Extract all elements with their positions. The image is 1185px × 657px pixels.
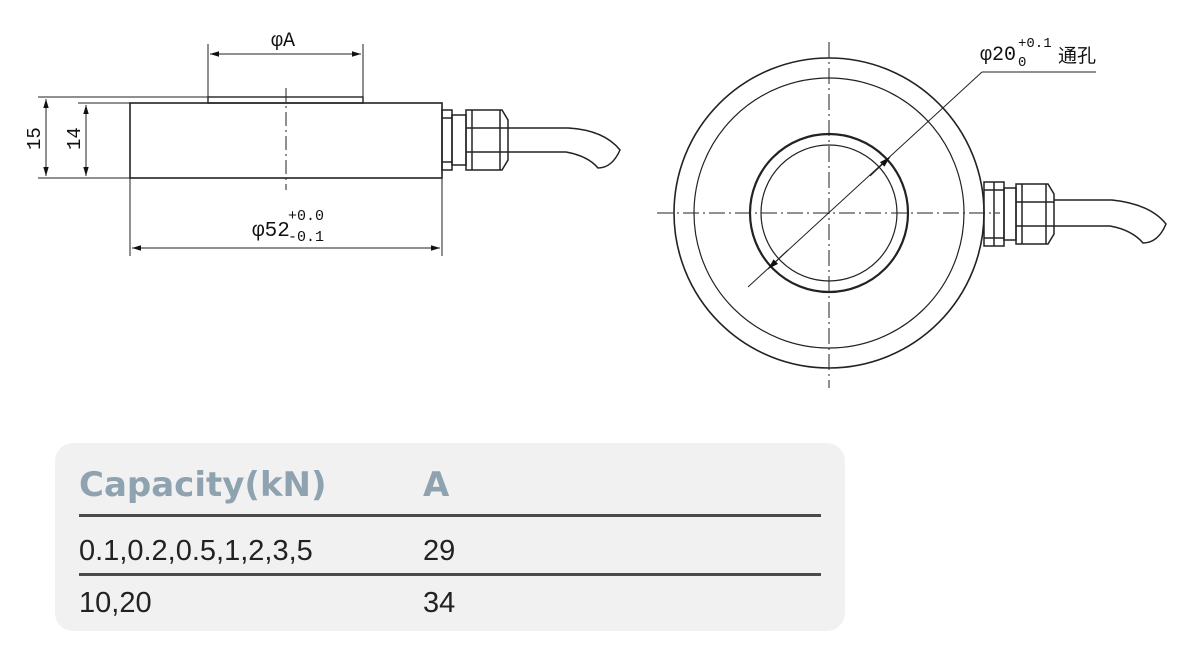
label-tol-upper: +0.0 [288,208,324,225]
header-a: A [423,465,450,505]
label-15: 15 [24,127,46,150]
cable-side [508,127,621,169]
cable-top [1054,199,1167,244]
label-hole-tol-lower: 0 [1018,55,1026,71]
side-view [38,44,621,256]
label-tol-lower: -0.1 [288,229,324,246]
capacity-table: Capacity(kN) A 0.1,0.2,0.5,1,2,3,5 29 10… [55,443,845,631]
row-divider [79,573,821,576]
label-through-hole: 通孔 [1058,45,1096,67]
label-phi-52: φ52 [252,220,290,243]
cable-connector-top [983,181,1055,247]
table-header-row: Capacity(kN) A [79,461,821,509]
header-divider [79,514,821,517]
label-14: 14 [64,127,86,150]
cell-capacity: 0.1,0.2,0.5,1,2,3,5 [79,535,313,567]
top-view [657,42,1167,388]
table-row: 10,20 34 [79,583,821,623]
technical-drawing: φA 15 14 φ52 +0.0 -0.1 φ20 [24,30,1167,388]
label-hole-tol-upper: +0.1 [1018,36,1052,52]
header-capacity: Capacity(kN) [79,465,327,505]
cable-connector-side [441,109,509,171]
cell-capacity: 10,20 [79,587,152,619]
cell-a: 34 [423,587,456,619]
cell-a: 29 [423,535,456,567]
label-phi-a: φA [271,30,295,53]
label-phi-20: φ20 [980,44,1016,67]
table-row: 0.1,0.2,0.5,1,2,3,5 29 [79,531,821,571]
